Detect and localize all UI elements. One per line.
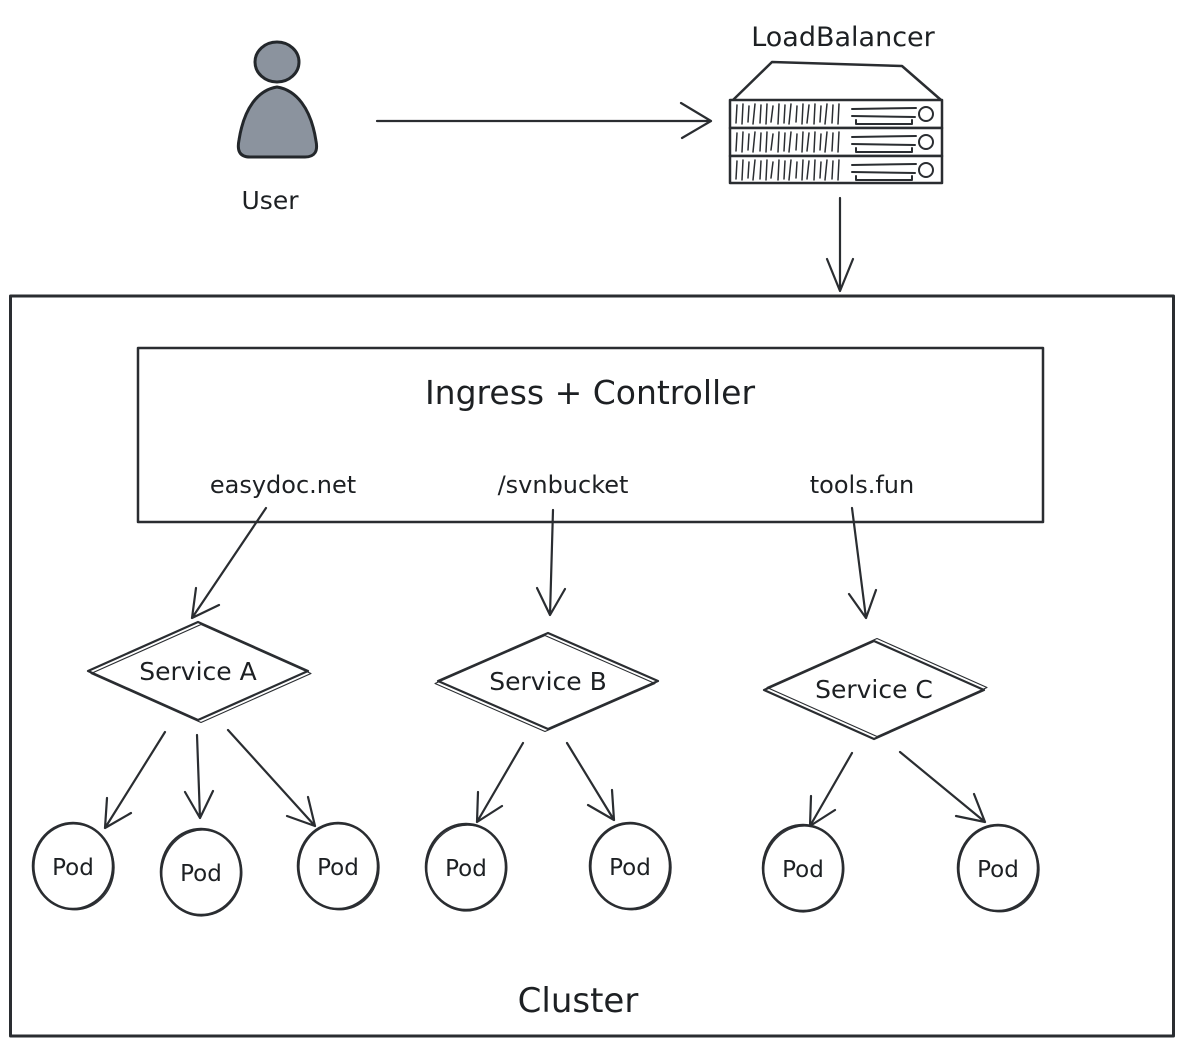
ingress-route-toolsfun: tools.fun	[810, 471, 914, 499]
pod-node-7: Pod	[956, 823, 1040, 913]
service-c-label: Service C	[815, 675, 933, 704]
ingress-title: Ingress + Controller	[425, 373, 756, 412]
server-top-face	[731, 60, 943, 102]
arrow-toolsfun-to-service-c	[847, 506, 878, 620]
service-a-diamond	[86, 620, 310, 722]
pod-label: Pod	[445, 856, 487, 882]
arrow-loadbalancer-to-cluster	[825, 196, 855, 293]
pod-node-6: Pod	[761, 823, 845, 913]
arrow-service-a-to-pod-3	[226, 728, 317, 828]
cluster-label: Cluster	[518, 981, 639, 1021]
pod-label: Pod	[52, 855, 94, 881]
pod-node-5: Pod	[588, 821, 672, 911]
service-a-diamond-sketch-line	[90, 623, 312, 724]
cluster-box	[9, 294, 1175, 1038]
arrow-service-b-to-pod-5	[565, 741, 616, 822]
service-b-label: Service B	[489, 667, 607, 696]
pod-node-3: Pod	[296, 821, 380, 911]
user-icon-head	[253, 40, 301, 84]
user-node: User	[236, 40, 319, 215]
server-slab-detail-1	[851, 106, 934, 125]
service-c-node: Service C	[762, 637, 988, 741]
load-balancer-node: LoadBalancer	[728, 22, 944, 185]
ingress-box	[136, 346, 1045, 524]
service-b-diamond-sketch-line	[434, 634, 656, 733]
server-slab-3	[728, 154, 944, 185]
arrow-svnbucket-to-service-b	[535, 508, 567, 617]
user-icon-body	[236, 85, 319, 159]
service-b-diamond	[436, 631, 660, 731]
pod-label: Pod	[609, 855, 651, 881]
arrow-service-a-to-pod-2	[183, 733, 215, 820]
service-c-diamond	[762, 639, 986, 741]
arrow-service-b-to-pod-4	[475, 741, 525, 824]
server-vent-hatching-1	[735, 103, 840, 125]
arrow-user-to-loadbalancer	[375, 101, 713, 140]
cluster-node: Cluster	[9, 294, 1175, 1038]
pod-node-2: Pod	[159, 827, 243, 917]
pod-label: Pod	[317, 855, 359, 881]
arrow-service-a-to-pod-1	[103, 730, 167, 830]
arrow-service-c-to-pod-6	[808, 751, 854, 828]
service-a-label: Service A	[139, 657, 256, 686]
ingress-route-easydoc: easydoc.net	[210, 471, 356, 499]
pod-label: Pod	[180, 861, 222, 887]
ingress-route-svnbucket: /svnbucket	[498, 471, 629, 499]
service-c-diamond-sketch-line	[766, 637, 988, 738]
load-balancer-label: LoadBalancer	[751, 22, 935, 53]
arrow-service-c-to-pod-7	[898, 750, 987, 824]
service-a-node: Service A	[86, 620, 312, 724]
ingress-node: Ingress + Controller easydoc.net /svnbuc…	[136, 346, 1045, 524]
pod-node-1: Pod	[31, 821, 115, 911]
pod-node-4: Pod	[424, 822, 508, 912]
arrow-easydoc-to-service-a	[190, 506, 268, 620]
pod-label: Pod	[782, 857, 824, 883]
service-b-node: Service B	[434, 631, 660, 733]
pod-label: Pod	[977, 857, 1019, 883]
user-label: User	[242, 186, 300, 215]
